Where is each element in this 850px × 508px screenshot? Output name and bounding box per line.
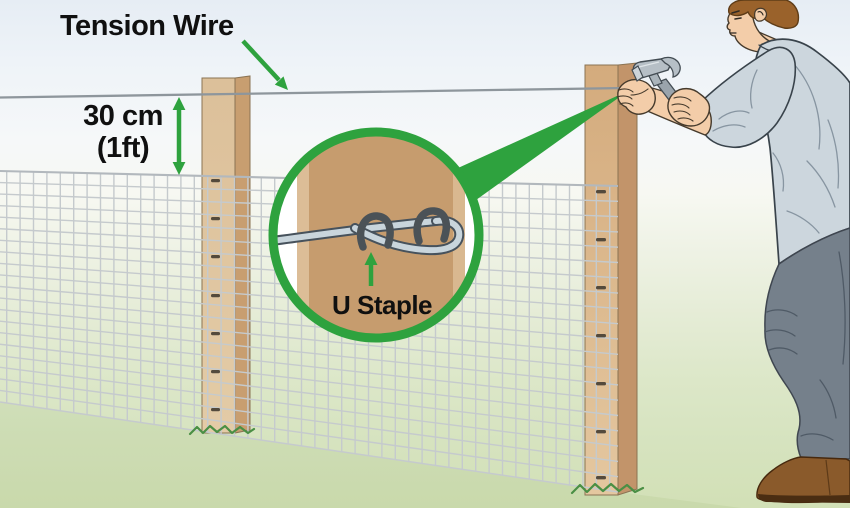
- magnifier-circle: [268, 127, 484, 343]
- wire-mesh: [0, 169, 619, 493]
- boot-heel-line: [825, 459, 831, 496]
- right-fence-post: [584, 62, 638, 496]
- height-measurement-label: 30 cm (1ft): [56, 100, 190, 164]
- height-arrowhead-up: [172, 97, 186, 110]
- u-staple-label: U Staple: [331, 290, 433, 320]
- face-features: [729, 10, 764, 34]
- tension-wire-arrow: [241, 39, 281, 82]
- person-left-hand: [617, 78, 656, 115]
- callout-wedge: [458, 91, 628, 200]
- height-arrowhead-down: [172, 162, 186, 175]
- person-ear: [754, 7, 768, 22]
- tension-wire-arrowhead: [274, 76, 288, 90]
- height-cm-text: 30 cm: [83, 100, 163, 132]
- u-staple-icon: [356, 207, 450, 251]
- tension-wire-label: Tension Wire: [60, 10, 234, 42]
- mesh-staples: [211, 179, 606, 480]
- tension-wire-line: [0, 86, 627, 99]
- foreground-grass: [0, 402, 850, 508]
- u-staple-arrowhead: [364, 252, 378, 265]
- left-hand-fingers: [616, 88, 649, 107]
- right-hand-fingers: [671, 96, 694, 122]
- person-illustration: [616, 0, 850, 504]
- pants-creases: [764, 251, 846, 441]
- person-pants: [764, 227, 850, 460]
- height-ft-text: (1ft): [96, 132, 150, 164]
- annotation-arrows: [172, 39, 288, 175]
- grass-tufts: [188, 424, 645, 495]
- boot-sole: [758, 494, 850, 503]
